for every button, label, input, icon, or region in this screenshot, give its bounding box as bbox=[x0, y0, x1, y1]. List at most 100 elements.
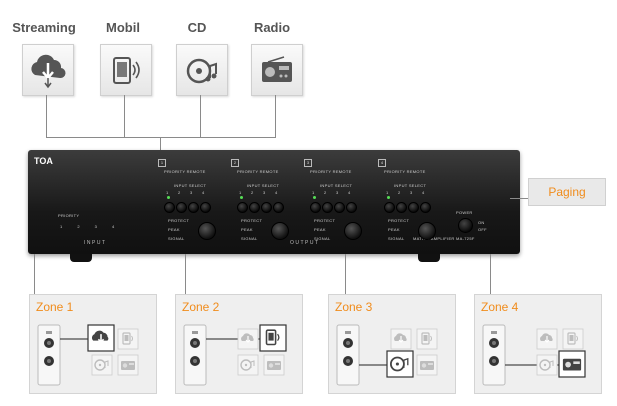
source-tile-streaming bbox=[22, 44, 74, 96]
peak-label: PEAK bbox=[241, 227, 253, 232]
connector-line bbox=[160, 137, 161, 150]
power-label: POWER bbox=[456, 210, 473, 215]
input-number: 2 bbox=[398, 190, 401, 195]
input-led bbox=[313, 196, 316, 199]
connector-line bbox=[185, 254, 186, 294]
priority-remote-label: PRIORITY REMOTE bbox=[164, 169, 206, 174]
volume-knob[interactable] bbox=[418, 222, 436, 240]
volume-knob[interactable] bbox=[344, 222, 362, 240]
input-led bbox=[240, 196, 243, 199]
input-select-label: INPUT SELECT bbox=[394, 183, 427, 188]
amp-foot-left bbox=[70, 254, 92, 262]
cloud-download-icon bbox=[87, 324, 115, 352]
power-button[interactable] bbox=[458, 218, 473, 233]
input-number: 3 bbox=[190, 190, 193, 195]
zone-label: Zone 4 bbox=[481, 300, 519, 314]
signal-label: SIGNAL bbox=[241, 236, 258, 241]
input-number: 3 bbox=[410, 190, 413, 195]
connector-line bbox=[124, 95, 125, 137]
connector-line bbox=[510, 198, 528, 199]
input-number: 2 bbox=[251, 190, 254, 195]
source-label-cd: CD bbox=[187, 20, 207, 35]
zone-diagram bbox=[37, 324, 139, 386]
input-select-button[interactable] bbox=[408, 202, 419, 213]
amp-foot-right bbox=[418, 254, 440, 262]
input-select-button[interactable] bbox=[261, 202, 272, 213]
input-select-button[interactable] bbox=[249, 202, 260, 213]
priority-label: PRIORITY bbox=[58, 213, 80, 218]
input-number: 4 bbox=[348, 190, 351, 195]
input-select-button[interactable] bbox=[237, 202, 248, 213]
cloud-download-icon bbox=[536, 328, 558, 350]
connector-line bbox=[34, 254, 35, 294]
channel-number: 3 bbox=[304, 159, 312, 167]
input-number: 4 bbox=[275, 190, 278, 195]
signal-label: SIGNAL bbox=[314, 236, 331, 241]
input-select-button[interactable] bbox=[346, 202, 357, 213]
volume-knob[interactable] bbox=[271, 222, 289, 240]
matrix-amplifier: TOA PRIORITY 1 2 3 4 INPUT OUTPUT POWER … bbox=[28, 150, 520, 254]
cd-icon bbox=[186, 58, 217, 84]
input-select-button[interactable] bbox=[164, 202, 175, 213]
model-label: MATRIX AMPLIFIER MA-725F bbox=[413, 236, 475, 241]
input-select-button[interactable] bbox=[322, 202, 333, 213]
input-led bbox=[167, 196, 170, 199]
radio-icon bbox=[117, 354, 139, 376]
zone-diagram bbox=[482, 324, 586, 386]
brand-logo: TOA bbox=[34, 156, 53, 166]
wall-panel bbox=[183, 324, 207, 386]
zone-label: Zone 1 bbox=[36, 300, 74, 314]
cd-icon bbox=[91, 354, 113, 376]
cd-icon bbox=[237, 354, 259, 376]
wall-panel bbox=[37, 324, 61, 386]
cloud-download-icon bbox=[237, 328, 259, 350]
signal-label: SIGNAL bbox=[388, 236, 405, 241]
mobile-phone-icon bbox=[117, 328, 139, 350]
input-select-label: INPUT SELECT bbox=[320, 183, 353, 188]
input-number: 3 bbox=[336, 190, 339, 195]
input-label: INPUT bbox=[84, 240, 107, 246]
zone-3: Zone 3 bbox=[328, 294, 456, 394]
radio-icon bbox=[558, 350, 586, 378]
input-number: 4 bbox=[202, 190, 205, 195]
channel-number: 1 bbox=[158, 159, 166, 167]
input-select-button[interactable] bbox=[176, 202, 187, 213]
input-select-button[interactable] bbox=[334, 202, 345, 213]
input-select-button[interactable] bbox=[188, 202, 199, 213]
connector-line bbox=[490, 254, 491, 294]
input-select-button[interactable] bbox=[273, 202, 284, 213]
input-select-button[interactable] bbox=[396, 202, 407, 213]
signal-label: SIGNAL bbox=[168, 236, 185, 241]
mobile-phone-icon bbox=[113, 57, 140, 84]
source-tile-cd bbox=[176, 44, 228, 96]
channel-number: 4 bbox=[378, 159, 386, 167]
paging-box: Paging bbox=[528, 178, 606, 206]
power-on-label: ON bbox=[478, 220, 485, 225]
connector-line bbox=[345, 254, 346, 294]
cloud-download-icon bbox=[31, 54, 66, 89]
priority-numbers: 1 2 3 4 bbox=[60, 224, 122, 229]
priority-remote-label: PRIORITY REMOTE bbox=[310, 169, 352, 174]
wall-panel bbox=[336, 324, 360, 386]
input-number: 1 bbox=[312, 190, 315, 195]
power-off-label: OFF bbox=[478, 227, 487, 232]
input-number: 2 bbox=[324, 190, 327, 195]
source-tile-mobil bbox=[100, 44, 152, 96]
zone-2: Zone 2 bbox=[175, 294, 303, 394]
cd-icon bbox=[536, 354, 558, 376]
input-select-button[interactable] bbox=[310, 202, 321, 213]
input-number: 1 bbox=[386, 190, 389, 195]
source-label-streaming: Streaming bbox=[12, 20, 76, 35]
priority-remote-label: PRIORITY REMOTE bbox=[384, 169, 426, 174]
source-label-radio: Radio bbox=[253, 20, 291, 35]
zone-diagram bbox=[183, 324, 287, 386]
connector-line bbox=[46, 137, 276, 138]
input-select-button[interactable] bbox=[200, 202, 211, 213]
input-select-button[interactable] bbox=[384, 202, 395, 213]
input-select-button[interactable] bbox=[420, 202, 431, 213]
connector-line bbox=[200, 95, 201, 137]
volume-knob[interactable] bbox=[198, 222, 216, 240]
peak-label: PEAK bbox=[388, 227, 400, 232]
mobile-phone-icon bbox=[562, 328, 584, 350]
input-number: 1 bbox=[166, 190, 169, 195]
